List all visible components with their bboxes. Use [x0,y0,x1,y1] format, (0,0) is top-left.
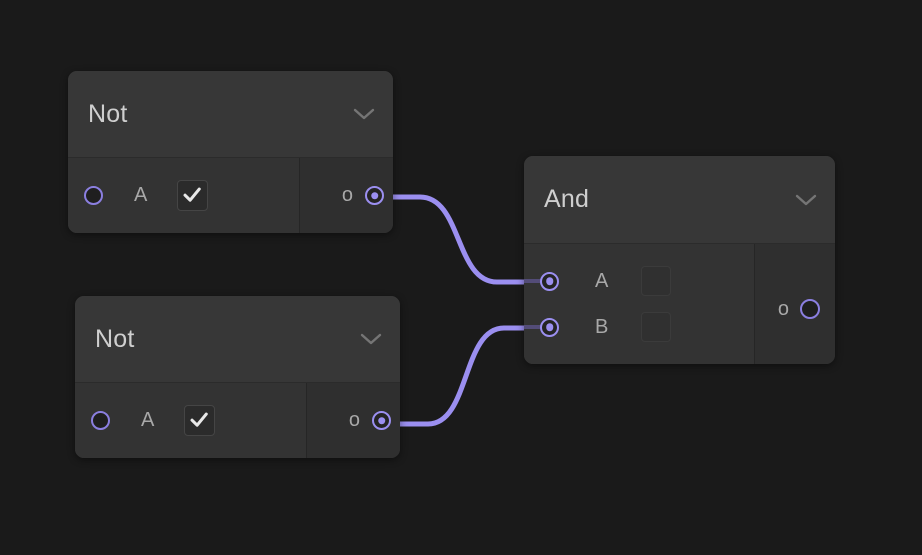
node-header[interactable]: Not [68,71,393,158]
input-row-b[interactable]: B [524,304,754,350]
check-icon [190,412,209,428]
chevron-down-icon[interactable] [360,332,382,346]
input-row-a[interactable]: A [68,158,299,233]
input-row-a[interactable]: A [75,383,306,458]
input-port-a[interactable] [84,186,103,205]
node-outputs-column: o [754,244,835,364]
node-inputs-column: A [75,383,306,458]
node-body: A o [68,158,393,233]
input-port-a[interactable] [540,271,559,291]
chevron-down-icon[interactable] [795,193,817,207]
input-row-a[interactable]: A [524,258,754,304]
connection-wire-not2-to-and-b [397,325,527,427]
input-label-b: B [595,315,609,338]
node-title: Not [95,324,135,353]
connection-wire-not1-to-and-a [390,194,527,285]
input-label-a: A [134,184,148,206]
output-row-o[interactable]: o [307,383,400,458]
input-wire-stub-a [524,279,543,283]
input-label-a: A [141,409,155,431]
output-port-o[interactable] [372,411,391,430]
node-and[interactable]: And A [524,156,835,364]
input-wire-stub-b [524,325,543,329]
node-title: And [544,185,590,213]
node-inputs-column: A B [524,244,754,364]
node-body: A o [75,383,400,458]
input-port-a[interactable] [91,411,110,430]
input-port-b[interactable] [540,317,559,337]
node-title: Not [88,99,128,128]
input-checkbox-a[interactable] [641,266,671,296]
output-port-o[interactable] [365,186,384,205]
input-checkbox-b[interactable] [641,312,671,342]
chevron-down-icon[interactable] [353,107,375,121]
check-icon [183,187,202,203]
node-not-1[interactable]: Not A [68,71,393,233]
node-header[interactable]: And [524,156,835,244]
input-checkbox-a[interactable] [177,180,208,211]
output-port-o[interactable] [800,299,820,319]
input-checkbox-a[interactable] [184,405,215,436]
node-header[interactable]: Not [75,296,400,383]
output-label-o: o [348,409,360,431]
node-body: A B [524,244,835,364]
node-outputs-column: o [306,383,400,458]
node-not-2[interactable]: Not A [75,296,400,458]
input-label-a: A [595,269,609,292]
node-outputs-column: o [299,158,393,233]
node-inputs-column: A [68,158,299,233]
output-row-o[interactable]: o [755,286,835,332]
output-label-o: o [341,184,353,206]
output-row-o[interactable]: o [300,158,393,233]
output-label-o: o [777,297,789,320]
